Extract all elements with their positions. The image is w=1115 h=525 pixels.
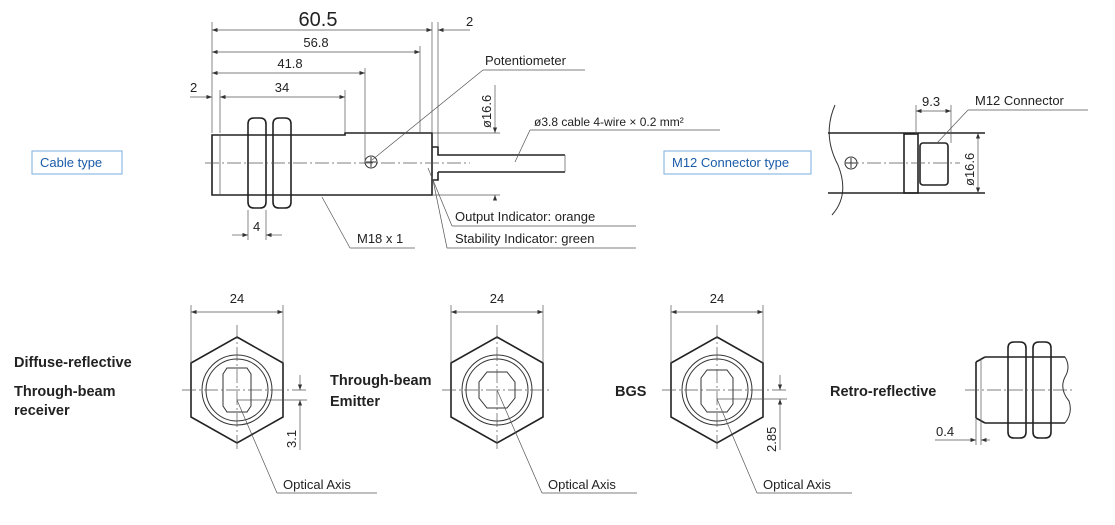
front-view-emitter: Through-beam Emitter 24 Optical Axis <box>330 291 637 494</box>
dim-front: 2 <box>190 80 197 95</box>
dim-m12-diameter: ø16.6 <box>962 153 977 186</box>
dim-body: 56.8 <box>303 35 328 50</box>
stability-indicator-callout: Stability Indicator: green <box>455 231 594 246</box>
front-view-label: Through-beam <box>330 373 432 389</box>
cable-callout: ø3.8 cable 4-wire × 0.2 mm² <box>534 115 684 129</box>
cable-type-label: Cable type <box>40 155 102 170</box>
potentiometer-callout: Potentiometer <box>485 53 567 68</box>
dim-rear: 2 <box>466 14 473 29</box>
thread-callout: M18 x 1 <box>357 231 403 246</box>
dim-overall: 60.5 <box>299 9 338 31</box>
nut <box>272 117 292 209</box>
front-view-label: BGS <box>615 384 647 400</box>
m12-type-drawing: M12 Connector type 9.3 M12 Connector ø16… <box>663 93 1088 216</box>
dim-pot: 41.8 <box>277 56 302 71</box>
dim-connector-length: 9.3 <box>922 94 940 109</box>
cable <box>432 146 565 181</box>
retro-label: Retro-reflective <box>830 384 936 400</box>
dim-width: 24 <box>710 291 724 306</box>
optical-axis-callout: Optical Axis <box>283 477 351 492</box>
output-indicator-callout: Output Indicator: orange <box>455 209 595 224</box>
m12-connector-callout: M12 Connector <box>975 93 1065 108</box>
front-view-label: Through-beam <box>14 384 116 400</box>
dim-thread: 34 <box>275 80 289 95</box>
dim-diameter: ø16.6 <box>479 95 494 128</box>
dim-nut: 4 <box>253 219 260 234</box>
dim-width: 24 <box>490 291 504 306</box>
cable-type-drawing: Cable type 60.5 2 56.8 41.8 34 <box>31 9 720 249</box>
dim-offset: 2.85 <box>764 427 779 452</box>
front-view-label: Diffuse-reflective <box>14 355 132 371</box>
sensor-body <box>211 132 433 196</box>
potentiometer-icon <box>364 155 378 169</box>
front-view-bgs: BGS 24 2.85 Optical Axis <box>615 291 852 494</box>
dim-offset: 3.1 <box>284 430 299 448</box>
dim-width: 24 <box>230 291 244 306</box>
m12-type-label: M12 Connector type <box>672 155 789 170</box>
front-view-diffuse: Diffuse-reflective Through-beam receiver… <box>14 291 377 494</box>
cable-type-label-box <box>31 150 123 175</box>
potentiometer-icon <box>844 156 858 170</box>
optical-axis-callout: Optical Axis <box>763 477 831 492</box>
front-view-label: receiver <box>14 403 70 419</box>
dim-retro: 0.4 <box>936 424 954 439</box>
retro-reflective-drawing: Retro-reflective 0.4 <box>830 341 1075 445</box>
optical-axis-callout: Optical Axis <box>548 477 616 492</box>
nut <box>247 117 267 209</box>
m12-type-label-box <box>663 150 812 175</box>
front-view-label: Emitter <box>330 394 380 410</box>
